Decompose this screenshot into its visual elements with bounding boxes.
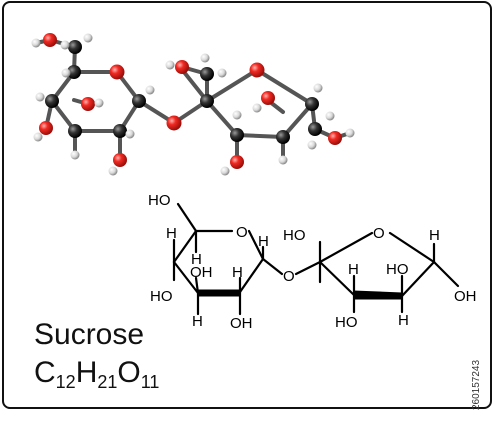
carbon-atoms	[45, 40, 322, 144]
label-oh-c4-up: HO	[386, 261, 409, 278]
label-ho-c6: HO	[148, 192, 171, 209]
stock-image-id: 260157243	[471, 359, 482, 410]
formula-count-h: 21	[97, 372, 118, 392]
compound-name: Sucrose	[34, 318, 145, 351]
oxygen-atoms	[39, 33, 342, 169]
label-ho-c1-fructose: HO	[283, 227, 306, 244]
diagram-card	[2, 1, 492, 409]
label-oh-c2: OH	[230, 315, 253, 332]
label-h-c1: H	[258, 233, 269, 250]
formula-count-c: 12	[55, 372, 76, 392]
formula-element-h: H	[75, 356, 98, 389]
label-ho-c4: HO	[150, 288, 173, 305]
label-oh-c3-fructose: HO	[335, 314, 358, 331]
label-ring-oxygen-fructose: O	[373, 225, 385, 242]
formula-element-o: O	[117, 356, 141, 389]
formula-element-c: C	[34, 356, 56, 389]
skeletal-bonds	[172, 202, 460, 316]
label-h-c4-fructose: H	[398, 312, 409, 329]
label-h-c4: H	[166, 225, 177, 242]
label-h-c3-fructose: H	[348, 261, 359, 278]
label-h-c5-fructose: H	[429, 227, 440, 244]
label-glycosidic-oxygen: O	[283, 268, 295, 285]
label-h-c5: H	[191, 251, 202, 268]
label-h-c3: H	[192, 313, 203, 330]
label-h-c2-up: H	[232, 264, 243, 281]
label-oh-c3-up: OH	[190, 264, 213, 281]
structural-atom-labels: HO O H H OH HO H H H OH O HO O H HO H HO…	[148, 192, 477, 332]
formula-count-o: 11	[140, 372, 160, 392]
hydrogen-atoms	[31, 33, 355, 176]
label-oh-c6-fructose: OH	[454, 288, 477, 305]
label-ring-oxygen-glucose: O	[236, 224, 248, 241]
chemical-formula: C12H21O11	[34, 356, 159, 393]
